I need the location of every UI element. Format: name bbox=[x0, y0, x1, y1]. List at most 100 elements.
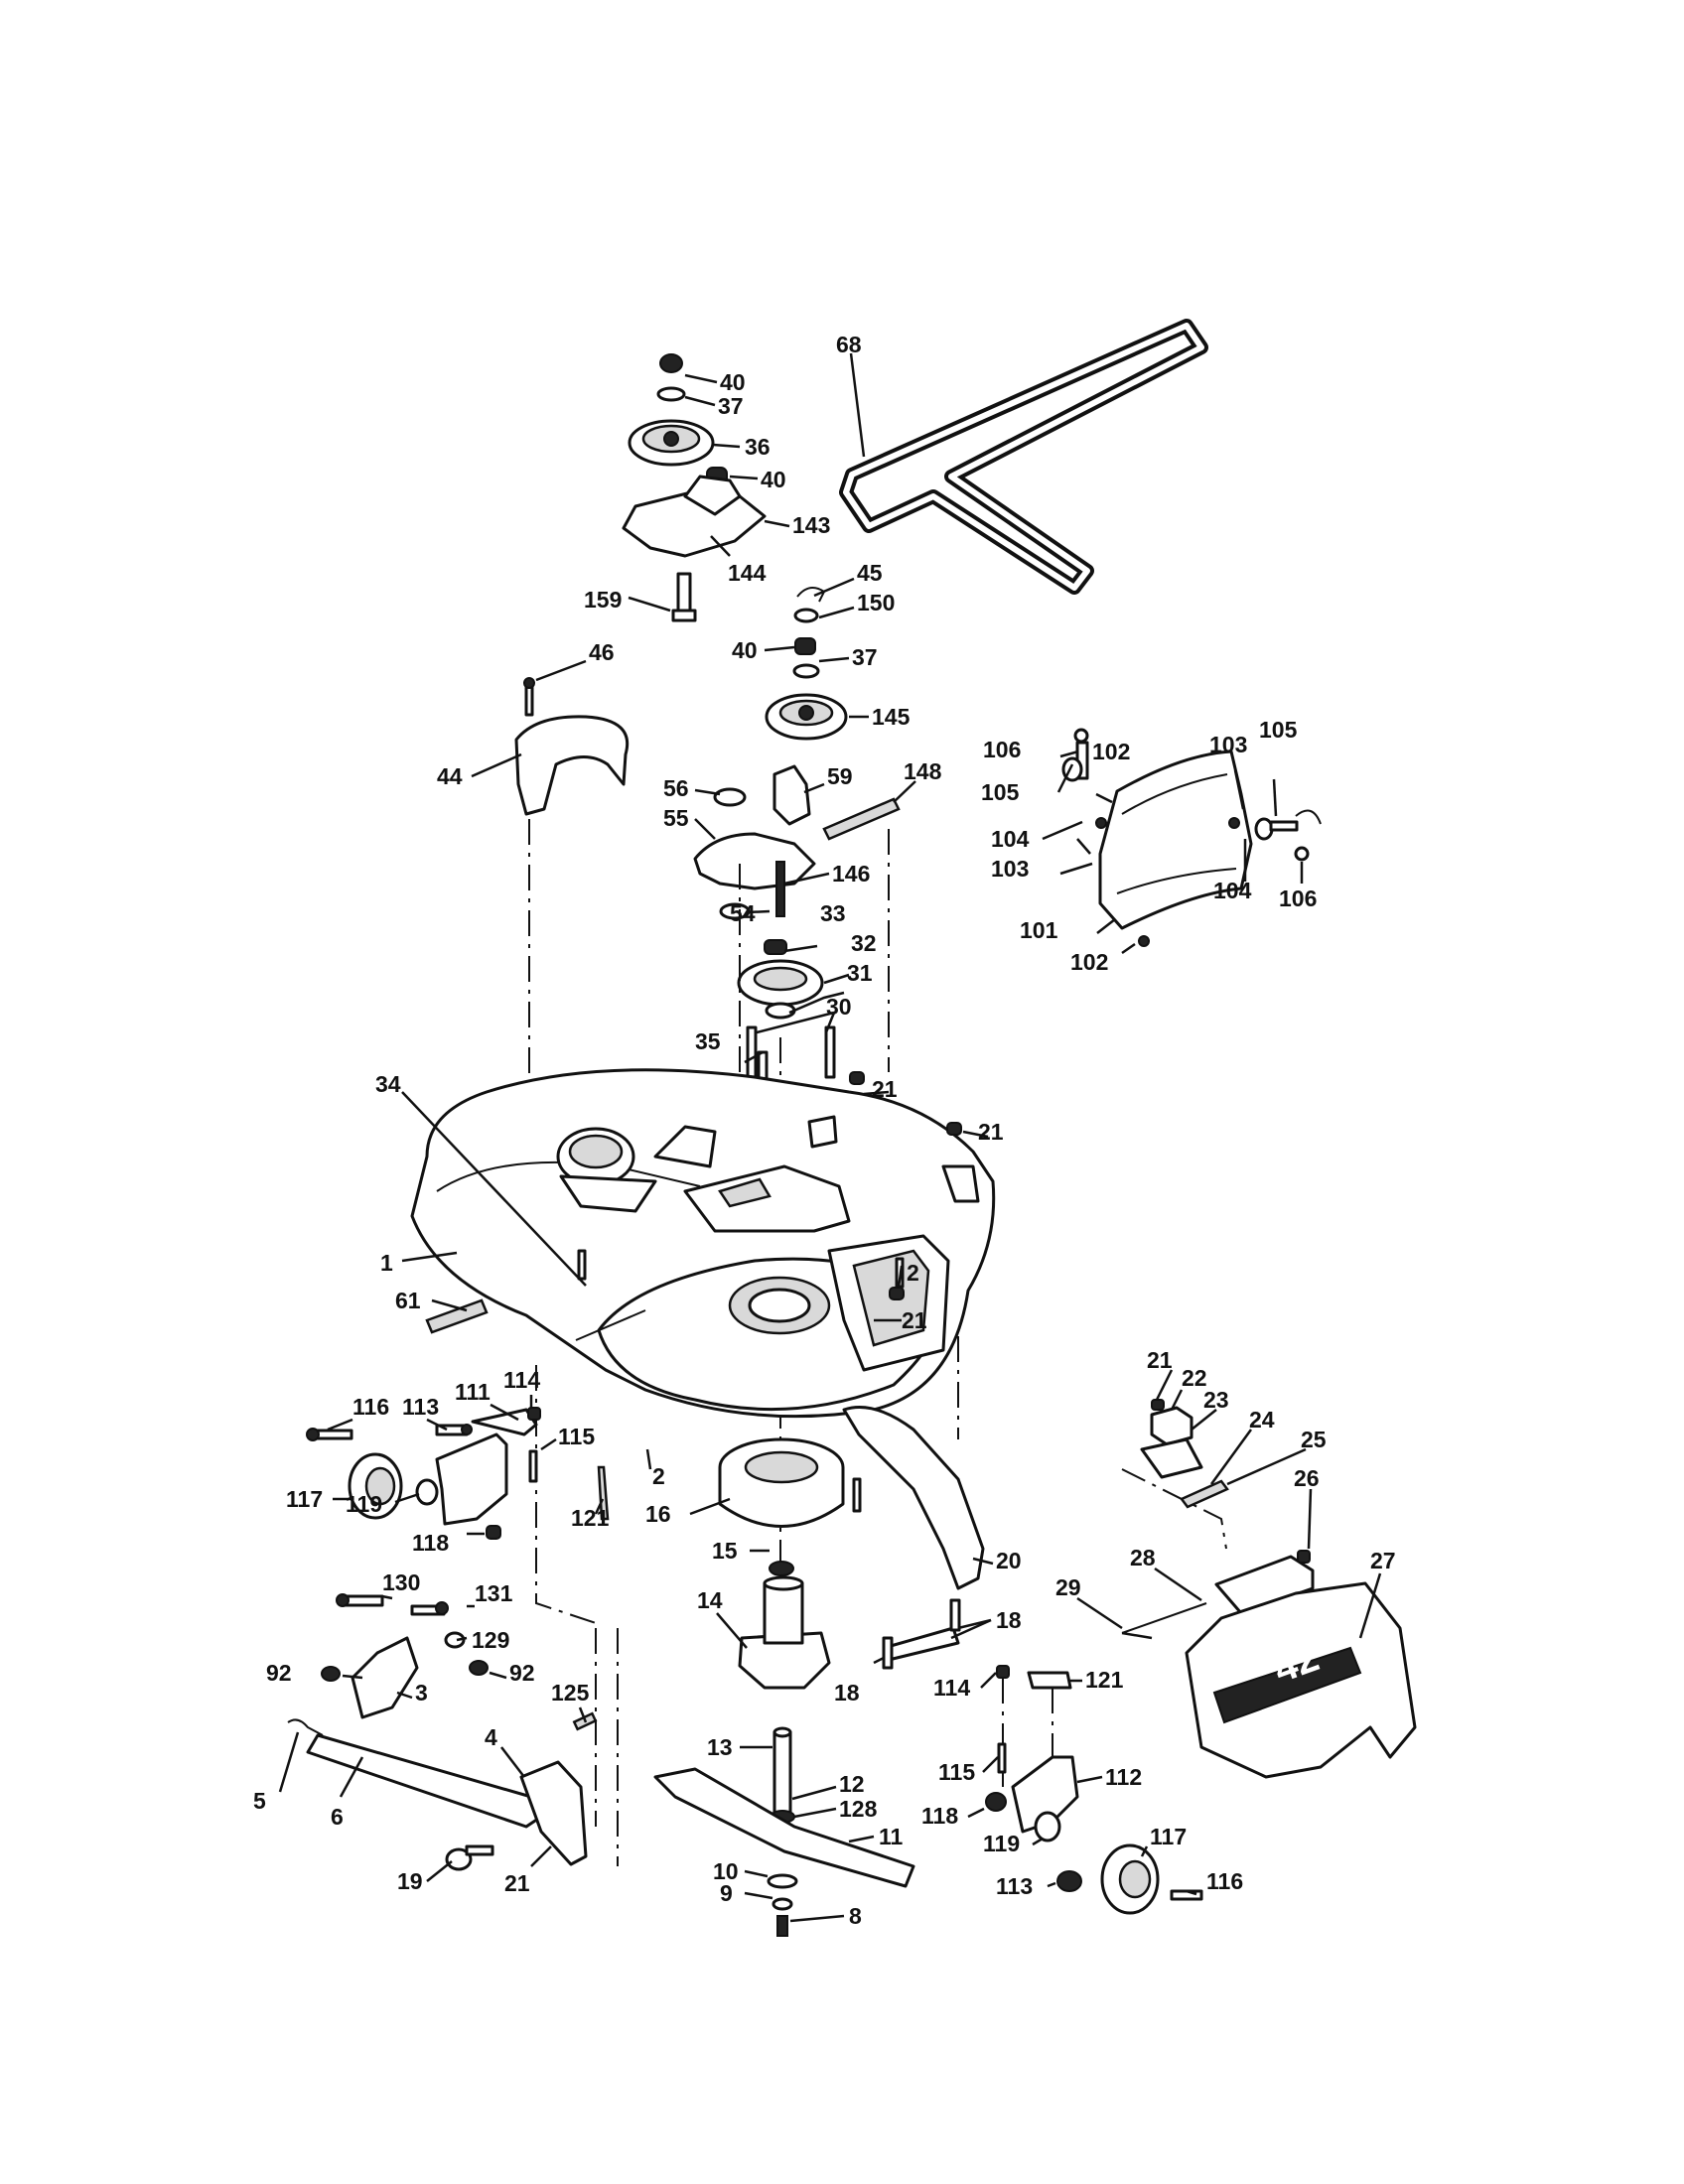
callout-106: 106 bbox=[983, 737, 1021, 762]
callout-33: 33 bbox=[820, 900, 846, 926]
callout-106: 106 bbox=[1279, 886, 1317, 911]
callout-34: 34 bbox=[375, 1071, 401, 1097]
callout-102: 102 bbox=[1092, 739, 1130, 764]
callout-102: 102 bbox=[1070, 949, 1108, 975]
callout-11: 11 bbox=[879, 1824, 904, 1849]
callout-15: 15 bbox=[712, 1538, 738, 1564]
callout-40: 40 bbox=[720, 369, 746, 395]
callout-26: 26 bbox=[1294, 1465, 1320, 1491]
callout-1: 1 bbox=[380, 1250, 393, 1276]
callout-118: 118 bbox=[412, 1530, 449, 1556]
callout-114: 114 bbox=[933, 1675, 970, 1701]
callout-2: 2 bbox=[907, 1260, 919, 1286]
callout-115: 115 bbox=[938, 1759, 975, 1785]
callout-113: 113 bbox=[402, 1394, 439, 1420]
callout-116: 116 bbox=[352, 1394, 389, 1420]
callout-29: 29 bbox=[1055, 1574, 1081, 1600]
callout-46: 46 bbox=[589, 639, 615, 665]
callout-144: 144 bbox=[728, 560, 767, 586]
callout-128: 128 bbox=[839, 1796, 878, 1822]
callout-104: 104 bbox=[991, 826, 1030, 852]
callout-35: 35 bbox=[695, 1028, 721, 1054]
callout-13: 13 bbox=[707, 1734, 733, 1760]
leader-lines bbox=[278, 352, 1382, 1923]
callout-118: 118 bbox=[921, 1803, 958, 1829]
callout-18: 18 bbox=[834, 1680, 860, 1706]
callout-150: 150 bbox=[857, 590, 895, 615]
right-gauge-wheel-assembly bbox=[985, 1665, 1203, 1915]
callout-143: 143 bbox=[792, 512, 830, 538]
callout-4: 4 bbox=[485, 1724, 497, 1750]
callout-23: 23 bbox=[1203, 1387, 1229, 1413]
callout-30: 30 bbox=[826, 994, 852, 1020]
mower-deck-1 bbox=[410, 1068, 996, 1419]
idler-pulley-assembly-top bbox=[622, 353, 767, 622]
callout-111: 111 bbox=[455, 1379, 491, 1405]
callout-21: 21 bbox=[1147, 1347, 1173, 1373]
callout-27: 27 bbox=[1370, 1548, 1396, 1573]
callout-92: 92 bbox=[509, 1660, 535, 1686]
callout-105: 105 bbox=[1259, 717, 1298, 743]
callout-117: 117 bbox=[286, 1486, 323, 1512]
callout-44: 44 bbox=[437, 763, 463, 789]
callout-116: 116 bbox=[1206, 1868, 1243, 1894]
callout-25: 25 bbox=[1301, 1427, 1327, 1452]
callout-129: 129 bbox=[472, 1627, 509, 1653]
callout-32: 32 bbox=[851, 930, 877, 956]
callout-22: 22 bbox=[1182, 1365, 1207, 1391]
callout-5: 5 bbox=[253, 1788, 266, 1814]
callout-16: 16 bbox=[645, 1501, 671, 1527]
callout-36: 36 bbox=[745, 434, 771, 460]
stabilizer-20 bbox=[842, 1406, 985, 1670]
callout-104: 104 bbox=[1213, 878, 1252, 903]
callout-2: 2 bbox=[652, 1463, 665, 1489]
callout-54: 54 bbox=[730, 900, 756, 926]
callout-113: 113 bbox=[996, 1873, 1033, 1899]
callout-131: 131 bbox=[475, 1580, 513, 1606]
callout-114: 114 bbox=[503, 1367, 540, 1393]
callout-45: 45 bbox=[857, 560, 883, 586]
callout-37: 37 bbox=[718, 393, 744, 419]
callout-21: 21 bbox=[978, 1119, 1004, 1145]
callout-115: 115 bbox=[558, 1424, 595, 1449]
drive-belt-68 bbox=[839, 319, 1208, 595]
callout-labels: 40 37 36 40 143 144 159 68 45 150 40 37 … bbox=[253, 332, 1396, 1929]
callout-21: 21 bbox=[504, 1870, 530, 1896]
callout-103: 103 bbox=[991, 856, 1029, 882]
callout-6: 6 bbox=[331, 1804, 344, 1830]
idler-arm-assembly bbox=[693, 764, 901, 1092]
front-hanger-assembly bbox=[287, 1593, 598, 1871]
callout-12: 12 bbox=[839, 1771, 865, 1797]
callout-19: 19 bbox=[397, 1868, 423, 1894]
callout-119: 119 bbox=[346, 1491, 382, 1517]
callout-103: 103 bbox=[1209, 732, 1247, 757]
belt-guard-44 bbox=[514, 677, 629, 816]
callout-101: 101 bbox=[1020, 917, 1058, 943]
callout-119: 119 bbox=[983, 1831, 1020, 1856]
callout-21: 21 bbox=[902, 1307, 927, 1333]
callout-9: 9 bbox=[720, 1880, 733, 1906]
callout-130: 130 bbox=[382, 1570, 420, 1595]
callout-112: 112 bbox=[1105, 1764, 1142, 1790]
callout-3: 3 bbox=[415, 1680, 428, 1706]
callout-145: 145 bbox=[872, 704, 911, 730]
left-gauge-wheel-assembly bbox=[306, 1407, 610, 1540]
callout-92: 92 bbox=[266, 1660, 292, 1686]
callout-20: 20 bbox=[996, 1548, 1022, 1573]
callout-117: 117 bbox=[1150, 1824, 1187, 1849]
idler-pulley-stack-center bbox=[765, 587, 848, 741]
callout-10: 10 bbox=[713, 1858, 739, 1884]
callout-159: 159 bbox=[584, 587, 622, 613]
callout-148: 148 bbox=[904, 758, 942, 784]
callout-125: 125 bbox=[551, 1680, 590, 1706]
callout-18: 18 bbox=[996, 1607, 1022, 1633]
callout-55: 55 bbox=[663, 805, 689, 831]
callout-24: 24 bbox=[1249, 1407, 1275, 1433]
callout-105: 105 bbox=[981, 779, 1020, 805]
baffle-101 bbox=[1061, 728, 1322, 947]
callout-28: 28 bbox=[1130, 1545, 1156, 1570]
callout-40: 40 bbox=[732, 637, 758, 663]
callout-37: 37 bbox=[852, 644, 878, 670]
callout-14: 14 bbox=[697, 1587, 723, 1613]
